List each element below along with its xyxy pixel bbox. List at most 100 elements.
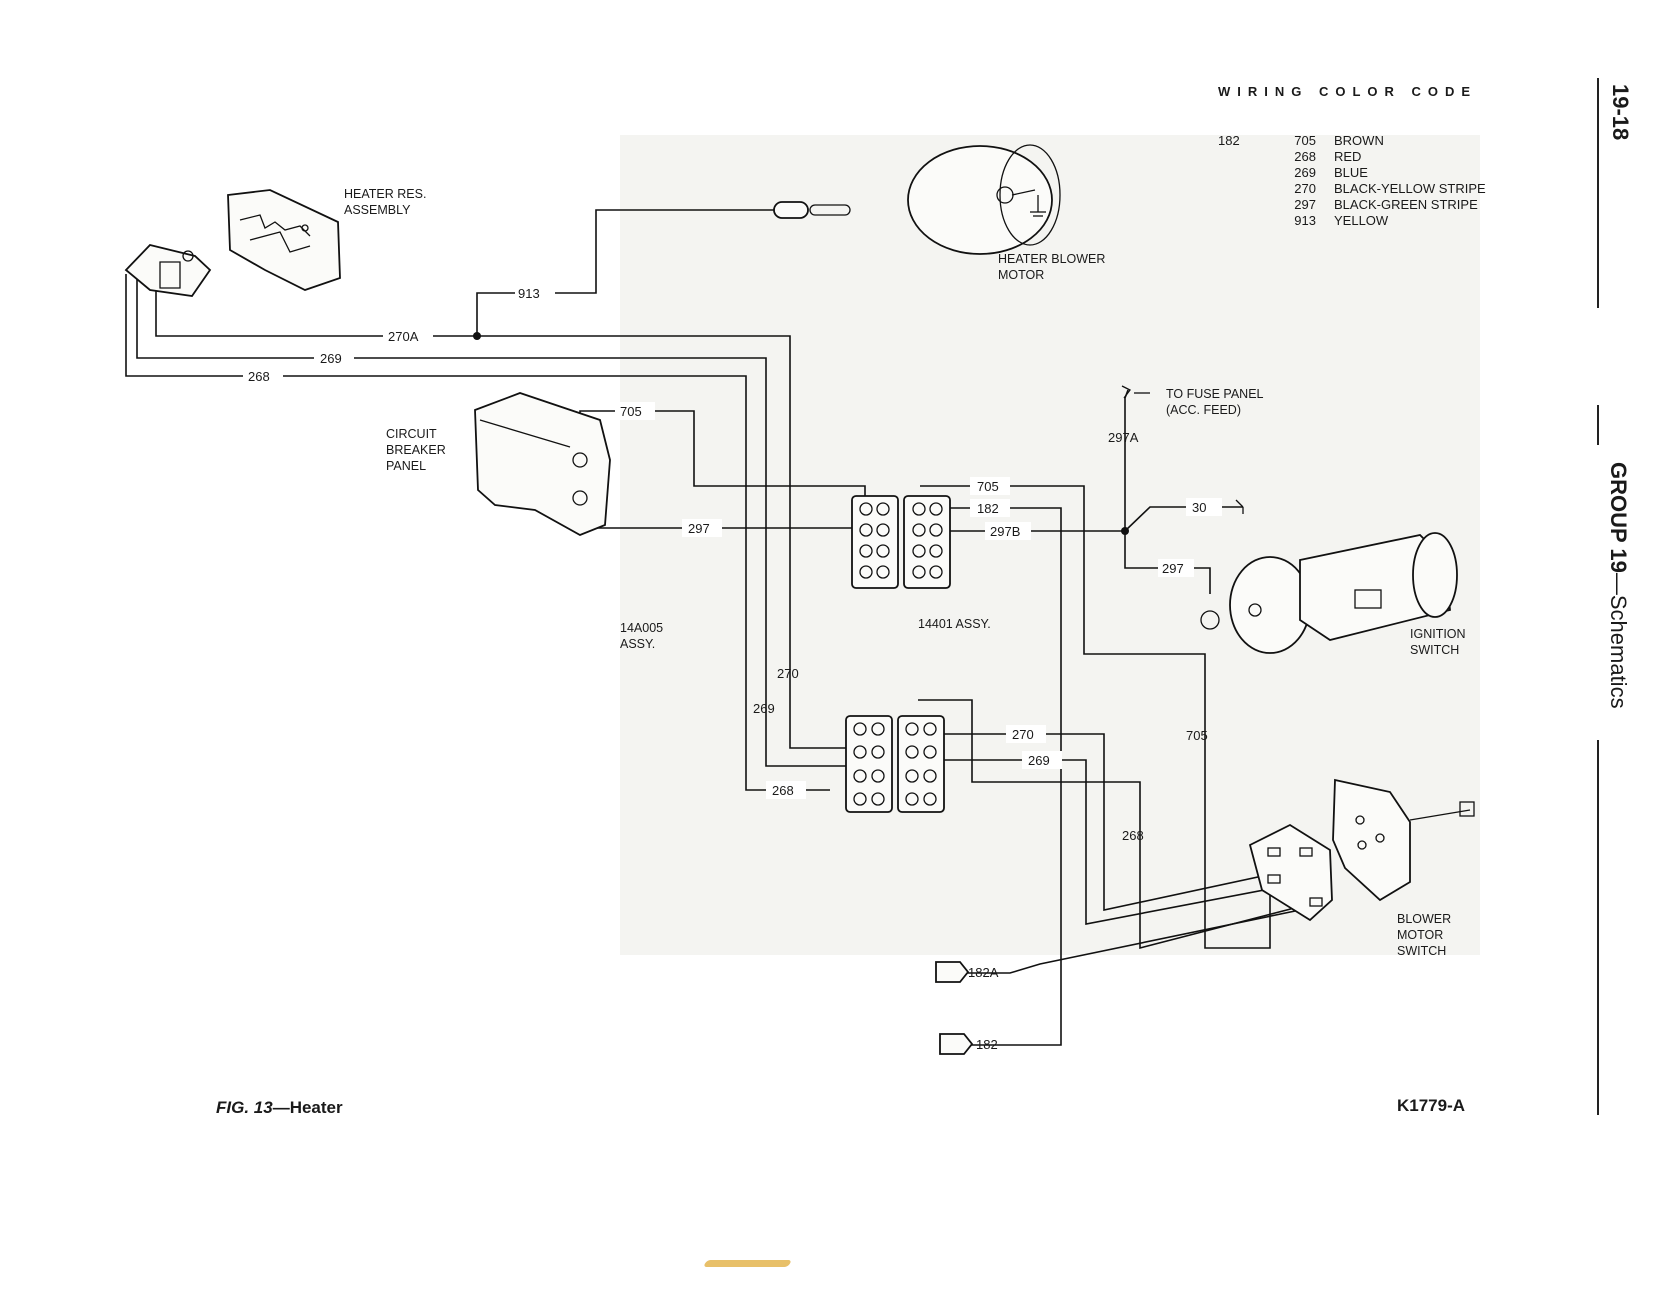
wire-label-913: 913 xyxy=(518,286,540,301)
assy-14a005-label-2: ASSY. xyxy=(620,637,655,651)
circuit-a xyxy=(1218,213,1264,229)
fuse-arrow-icon xyxy=(1121,385,1131,399)
wire-labels: 913 270A 269 268 705 297 705 182 297B 29… xyxy=(248,286,1208,1052)
circuit-b: 269 xyxy=(1294,165,1316,180)
circuit-a xyxy=(1218,181,1264,197)
splice-270A xyxy=(473,332,481,340)
wire-182A xyxy=(965,909,1301,974)
ring-terminal xyxy=(1200,610,1220,630)
figure-code: K1779-A xyxy=(1397,1096,1466,1115)
circuit-b: 705 xyxy=(1294,133,1316,148)
group-rest: —Schematics xyxy=(1606,572,1631,709)
margin-rule xyxy=(1597,740,1599,1115)
heater-resistor-assembly xyxy=(227,189,341,291)
circuit-a: 182 xyxy=(1218,133,1240,148)
ignition-label-2: SWITCH xyxy=(1410,643,1459,657)
circuit-breaker-label-3: PANEL xyxy=(386,459,426,473)
circuit-a xyxy=(1218,197,1264,213)
wire-label-269-top: 269 xyxy=(320,351,342,366)
color-code-row: 913 YELLOW xyxy=(1218,213,1486,229)
blower-switch-label-1: BLOWER xyxy=(1397,912,1451,926)
wire-label-182-bottom: 182 xyxy=(976,1037,998,1052)
fuse-panel-label-1: TO FUSE PANEL xyxy=(1166,387,1264,401)
resistor-plug xyxy=(124,244,212,297)
wire-913 xyxy=(476,209,776,336)
circuit-a xyxy=(1218,165,1264,181)
color-code-table: 182 705 BROWN 268 RED 269 BLUE 270 BLACK… xyxy=(1218,133,1486,229)
page-number: 19-18 xyxy=(1608,84,1633,141)
wire-color: BLACK-GREEN STRIPE xyxy=(1334,197,1478,212)
figure-caption: FIG. 13—Heater xyxy=(216,1098,343,1118)
wire-705-right xyxy=(920,485,1271,949)
blower-motor-switch xyxy=(1248,778,1475,922)
wire-label-705-cb: 705 xyxy=(620,404,642,419)
color-code-row: 268 RED xyxy=(1218,149,1486,165)
wire-color: BLUE xyxy=(1334,165,1368,180)
assy-14a005-label-1: 14A005 xyxy=(620,621,663,635)
wire-color: BLACK-YELLOW STRIPE xyxy=(1334,181,1486,196)
fuse-panel-label-2: (ACC. FEED) xyxy=(1166,403,1241,417)
color-code-title: WIRING COLOR CODE xyxy=(1218,84,1478,99)
wire-color: BROWN xyxy=(1334,133,1384,148)
wire-label-705-conn: 705 xyxy=(977,479,999,494)
terminal-182 xyxy=(939,1033,974,1055)
component-labels: HEATER RES. ASSEMBLY HEATER BLOWER MOTOR… xyxy=(344,187,1466,958)
wire-label-270A: 270A xyxy=(388,329,419,344)
wire-269-right xyxy=(940,759,1286,925)
color-code-row: 269 BLUE xyxy=(1218,165,1486,181)
figure-title: —Heater xyxy=(272,1098,343,1117)
circuit-b: 913 xyxy=(1294,213,1316,228)
margin-rule xyxy=(1597,78,1599,308)
blower-switch-label-3: SWITCH xyxy=(1397,944,1446,958)
blower-switch-label-2: MOTOR xyxy=(1397,928,1443,942)
wire-297A xyxy=(1124,389,1129,531)
circuit-breaker-label-1: CIRCUIT xyxy=(386,427,437,441)
circuit-b: 270 xyxy=(1294,181,1316,196)
blower-connector xyxy=(773,201,809,219)
wire-label-269-mid: 269 xyxy=(753,701,775,716)
wire-label-268-top: 268 xyxy=(248,369,270,384)
wire-label-297-ign: 297 xyxy=(1162,561,1184,576)
circuit-a xyxy=(1218,149,1264,165)
wire-label-297B: 297B xyxy=(990,524,1020,539)
circuit-breaker-label-2: BREAKER xyxy=(386,443,446,457)
connector-14401-upper xyxy=(851,495,951,589)
wire-label-297A: 297A xyxy=(1108,430,1139,445)
group-heading: GROUP 19—Schematics xyxy=(1605,462,1631,709)
heater-res-label-2: ASSEMBLY xyxy=(344,203,411,217)
terminal-182A xyxy=(935,961,970,983)
wire-color: YELLOW xyxy=(1334,213,1389,228)
margin-rule xyxy=(1597,405,1599,445)
color-code-row: 270 BLACK-YELLOW STRIPE xyxy=(1218,181,1486,197)
heater-blower-motor xyxy=(773,144,1061,255)
ignition-label-1: IGNITION xyxy=(1410,627,1466,641)
wire-label-270-right: 270 xyxy=(1012,727,1034,742)
wire-color: RED xyxy=(1334,149,1362,164)
blower-motor-label-2: MOTOR xyxy=(998,268,1044,282)
color-code-row: 182 705 BROWN xyxy=(1218,133,1486,149)
figure-number: FIG. 13 xyxy=(216,1098,273,1117)
circuit-breaker-panel xyxy=(474,392,611,536)
scan-smudge xyxy=(702,1260,793,1267)
wire-label-270-mid: 270 xyxy=(777,666,799,681)
color-code-row: 297 BLACK-GREEN STRIPE xyxy=(1218,197,1486,213)
wire-label-30: 30 xyxy=(1192,500,1206,515)
group-bold: GROUP 19 xyxy=(1606,462,1631,573)
wire-268-right xyxy=(918,699,1311,950)
wire-label-182-conn: 182 xyxy=(977,501,999,516)
splice-297 xyxy=(1121,527,1129,535)
blower-motor-label-1: HEATER BLOWER xyxy=(998,252,1105,266)
wire-label-268-mid: 268 xyxy=(772,783,794,798)
wire-label-705-right: 705 xyxy=(1186,728,1208,743)
circuit-b: 297 xyxy=(1294,197,1316,212)
ignition-switch xyxy=(1200,532,1458,654)
assy-14401-label: 14401 ASSY. xyxy=(918,617,991,631)
wire-label-297-cb: 297 xyxy=(688,521,710,536)
wire-label-182A: 182A xyxy=(968,965,999,980)
circuit-b: 268 xyxy=(1294,149,1316,164)
wire-label-269-right: 269 xyxy=(1028,753,1050,768)
heater-res-label-1: HEATER RES. xyxy=(344,187,426,201)
connector-14a005-lower xyxy=(845,715,945,813)
wire-label-268-right: 268 xyxy=(1122,828,1144,843)
